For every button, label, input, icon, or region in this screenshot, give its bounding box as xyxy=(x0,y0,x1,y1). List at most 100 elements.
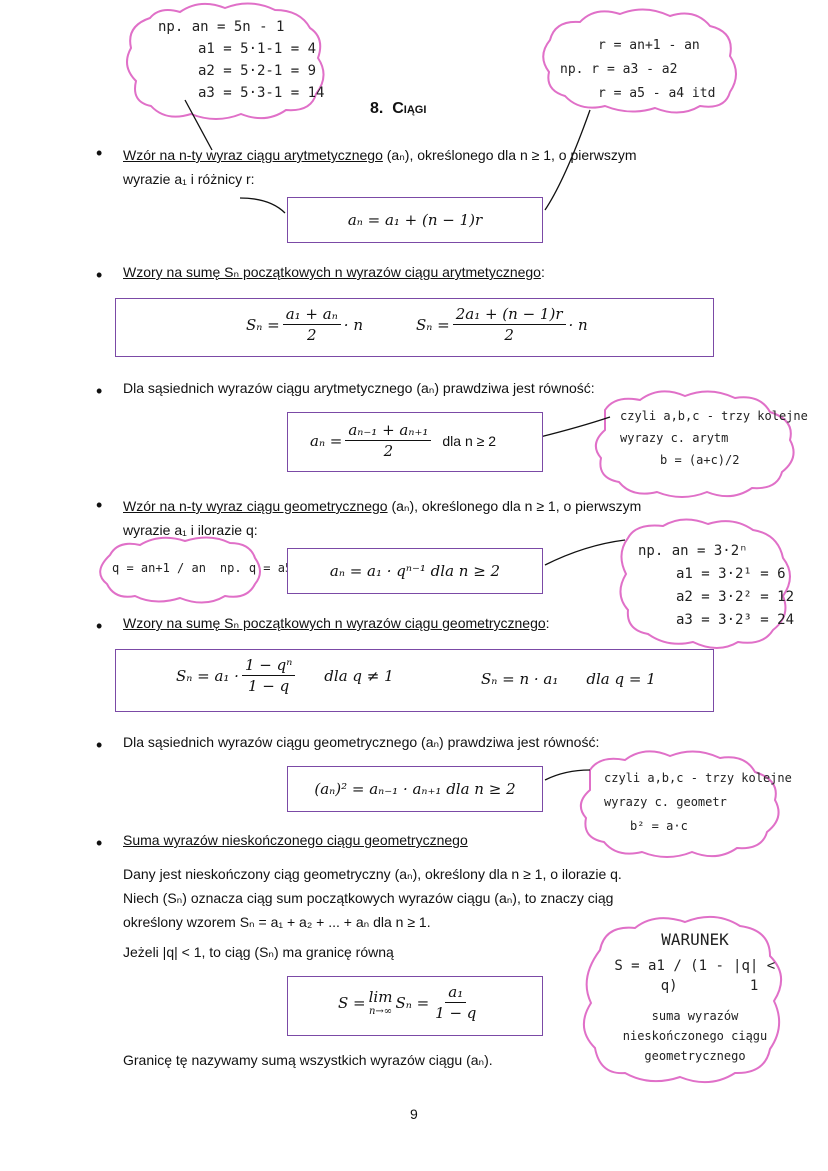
note-line: a2 = 3·2² = 12 xyxy=(676,589,795,605)
bullet: • xyxy=(96,616,103,636)
bullet: • xyxy=(96,833,103,853)
fraction-denominator: 2 xyxy=(306,326,317,344)
section-paragraph: Dany jest nieskończony ciąg geometryczny… xyxy=(123,862,683,934)
cloud-1 xyxy=(126,2,325,120)
formula-tail: · n xyxy=(343,315,363,334)
note-line: a2 = 5·2-1 = 9 xyxy=(198,63,317,79)
fraction-denominator: 2 xyxy=(504,326,514,344)
cloud-7 xyxy=(583,915,782,1084)
fraction-numerator: a₁ xyxy=(445,983,467,1003)
note-line: a1 = 5·1-1 = 4 xyxy=(198,41,317,57)
arrow-1 xyxy=(239,197,286,214)
formula-box: (aₙ)² = aₙ₋₁ · aₙ₊₁ dla n ≥ 2 xyxy=(287,766,543,812)
cloud-4 xyxy=(99,536,261,604)
note-line: np. an = 5n - 1 xyxy=(158,19,285,35)
section-text: wyrazie a₁ i ilorazie q: xyxy=(123,522,258,538)
note-geom-example: np. an = 3·2ⁿ a1 = 3·2¹ = 6 a2 = 3·2² = … xyxy=(638,540,794,632)
note-sequence-example: np. an = 5n - 1 a1 = 5·1-1 = 4 a2 = 5·2-… xyxy=(158,16,324,104)
section-infinite-sum: Suma wyrazów nieskończonego ciągu geomet… xyxy=(123,832,468,848)
fraction-denominator: 1 − q xyxy=(248,677,290,695)
section-label: Suma wyrazów nieskończonego ciągu geomet… xyxy=(123,832,468,848)
formula: Sₙ = n · a₁ dla q = 1 xyxy=(481,670,656,688)
section-label: Wzory na sumę Sₙ początkowych n wyrazów … xyxy=(123,615,546,631)
note-line: WARUNEK xyxy=(661,930,729,949)
section-arith-nth: Wzór na n-ty wyraz ciągu arytmetycznego … xyxy=(123,143,637,191)
formula-lhs: S = xyxy=(338,993,366,1012)
note-difference: r = an+1 - an np. r = a3 - a2 r = a5 - a… xyxy=(560,34,715,106)
page-number: 9 xyxy=(410,1106,418,1122)
note-line: np. r = a3 - a2 xyxy=(560,62,678,77)
formula-lhs: Sₙ = xyxy=(246,315,280,334)
cloud-5 xyxy=(619,518,791,649)
bullet: • xyxy=(96,143,103,163)
note-line: r = a5 - a4 itd xyxy=(598,86,716,101)
arrow-1b xyxy=(184,99,213,151)
title-text: Ciągi xyxy=(392,100,427,117)
note-line: a3 = 5·3-1 = 14 xyxy=(198,85,325,101)
cloud-3 xyxy=(594,390,795,498)
note-line: suma wyrazów xyxy=(651,1009,739,1023)
limit-operator: lim xyxy=(368,988,393,1006)
formula: (aₙ)² = aₙ₋₁ · aₙ₊₁ dla n ≥ 2 xyxy=(314,780,516,798)
note-line: q = an+1 / an xyxy=(112,561,206,575)
cloud-2 xyxy=(542,8,737,114)
formula-lhs: Sₙ = xyxy=(416,315,450,334)
formula-box: aₙ = a₁ · qⁿ⁻¹ dla n ≥ 2 xyxy=(287,548,543,594)
note-line: S = a1 / (1 - q) xyxy=(614,958,724,994)
note-condition: WARUNEK S = a1 / (1 - q) |q| < 1 suma wy… xyxy=(610,930,780,1066)
section-arith-sum: Wzory na sumę Sₙ początkowych n wyrazów … xyxy=(123,264,545,281)
note-line: wyrazy c. arytm xyxy=(620,431,729,445)
arrow-5 xyxy=(544,769,591,781)
formula-lhs: aₙ = xyxy=(310,431,343,450)
section-text: (aₙ), określonego dla n ≥ 1, o pierwszym xyxy=(387,498,642,514)
bullet: • xyxy=(96,265,103,285)
bullet: • xyxy=(96,495,103,515)
fraction-denominator: 1 − q xyxy=(435,1004,477,1022)
formula-lhs: Sₙ = a₁ · xyxy=(176,666,239,685)
section-label: Wzory na sumę Sₙ początkowych n wyrazów … xyxy=(123,264,541,280)
bullet: • xyxy=(96,381,103,401)
note-line: r = an+1 - an xyxy=(598,38,700,53)
section-label: Wzór na n-ty wyraz ciągu arytmetycznego xyxy=(123,147,383,163)
formula-box: aₙ = a₁ + (n − 1)r xyxy=(287,197,543,243)
formula-lhs: Sₙ = n · a₁ xyxy=(481,670,559,688)
note-line: a3 = 3·2³ = 24 xyxy=(676,612,795,628)
section-text: Dla sąsiednich wyrazów ciągu geometryczn… xyxy=(123,734,600,750)
formula-tail: · n xyxy=(568,315,588,334)
paragraph-line: Granicę tę nazywamy sumą wszystkich wyra… xyxy=(123,1052,493,1068)
cloud-6 xyxy=(579,750,780,858)
paragraph-line: Dany jest nieskończony ciąg geometryczny… xyxy=(123,866,622,882)
formula: aₙ = a₁ + (n − 1)r xyxy=(347,211,483,229)
note-line: geometrycznego xyxy=(644,1049,746,1063)
paragraph-line: Jeżeli |q| < 1, to ciąg (Sₙ) ma granicę … xyxy=(123,944,394,960)
note-line: np. an = 3·2ⁿ xyxy=(638,543,748,559)
section-text: : xyxy=(540,264,545,280)
title-number: 8. xyxy=(370,100,384,117)
arrow-2 xyxy=(544,109,591,211)
formula-mid: Sₙ = xyxy=(395,993,430,1012)
paragraph-line: określony wzorem Sₙ = a₁ + a₂ + ... + aₙ… xyxy=(123,914,431,930)
section-text: wyrazie a₁ i różnicy r: xyxy=(123,171,255,187)
formula: aₙ = a₁ · qⁿ⁻¹ dla n ≥ 2 xyxy=(329,562,501,580)
page-title: 8. Ciągi xyxy=(370,100,426,118)
arrow-3 xyxy=(539,416,611,438)
note-line: |q| < 1 xyxy=(733,958,776,994)
paragraph-line: Niech (Sₙ) oznacza ciąg sum początkowych… xyxy=(123,890,614,906)
note-geom-neighbors: czyli a,b,c - trzy kolejne wyrazy c. geo… xyxy=(604,766,792,838)
bullet: • xyxy=(96,735,103,755)
note-line: wyrazy c. geometr xyxy=(604,795,727,809)
section-geom-sum: Wzory na sumę Sₙ początkowych n wyrazów … xyxy=(123,615,550,632)
arrow-4 xyxy=(544,539,626,566)
note-line: czyli a,b,c - trzy kolejne xyxy=(620,409,808,423)
note-line: b² = a·c xyxy=(630,819,688,833)
formula-condition: dla q ≠ 1 xyxy=(324,666,394,685)
note-line: a1 = 3·2¹ = 6 xyxy=(676,566,786,582)
